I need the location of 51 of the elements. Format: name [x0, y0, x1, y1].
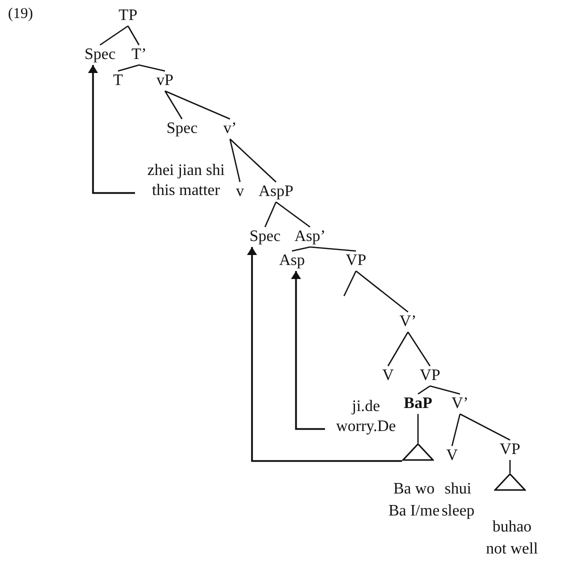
tree-branch [460, 413, 510, 441]
tree-branch [100, 25, 128, 46]
tree-node-label: Spec [248, 227, 282, 247]
tree-branch [127, 26, 140, 46]
tree-node-label: T’ [130, 45, 148, 65]
tree-node-label: Asp’ [293, 227, 327, 247]
tree-branch [264, 202, 277, 228]
tree-node-label: v [235, 182, 245, 202]
movement-arrow [247, 247, 402, 462]
tree-node-label: Spec [83, 45, 117, 65]
tree-branch [356, 270, 408, 313]
tree-branch [387, 332, 409, 366]
tree-node-label: vP [156, 71, 174, 91]
tree-node-label: V’ [398, 312, 418, 332]
tree-branch [118, 64, 140, 72]
tree-branch [407, 332, 431, 366]
word-gloss: Ba wo Ba I/me [387, 479, 441, 521]
tree-branch [451, 414, 461, 446]
tree-branch [509, 460, 511, 473]
tree-node-label: zhei jian shi this matter [135, 161, 237, 201]
tree-branch [292, 246, 310, 252]
tree-node-label: VP [418, 366, 442, 386]
tree-branch [310, 246, 356, 252]
tree-node-label: T [112, 71, 124, 91]
tree-node-label: AspP [258, 182, 294, 202]
movement-arrow [88, 65, 135, 194]
tree-node-label: BaP [402, 394, 434, 414]
triangle-symbol [494, 473, 526, 491]
tree-node-label: v’ [222, 119, 238, 139]
word-gloss: buhao not well [485, 517, 539, 559]
example-number: (19) [8, 6, 33, 23]
tree-branch [276, 201, 310, 228]
tree-node-label: Spec [165, 119, 199, 139]
tree-branch [343, 270, 357, 296]
tree-node-label: VP [498, 440, 522, 460]
tree-branch [418, 385, 430, 395]
tree-node-label: Asp [278, 251, 306, 271]
tree-node-label: V [381, 366, 395, 386]
movement-arrow [291, 271, 325, 430]
tree-branch [164, 90, 230, 120]
triangle-symbol [402, 443, 434, 461]
tree-branch [229, 138, 241, 182]
tree-branch [164, 90, 183, 120]
tree-node-label: TP [118, 6, 138, 26]
tree-branch [138, 64, 166, 72]
tree-branch [230, 138, 276, 182]
tree-node-label: V [445, 446, 459, 466]
tree-node-label: V’ [450, 394, 470, 414]
tree-node-label: VP [344, 251, 368, 271]
tree-branch [430, 385, 460, 395]
tree-branch [417, 414, 419, 443]
